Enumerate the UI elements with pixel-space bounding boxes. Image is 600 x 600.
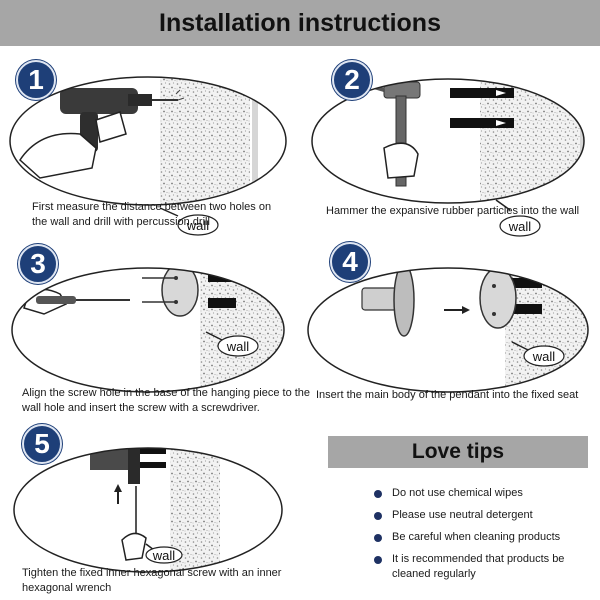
step-3-illustration: wall: [11, 267, 285, 393]
wall-callout: wall: [145, 543, 183, 564]
page-title: Installation instructions: [159, 8, 441, 37]
step-3-text: Align the screw hole in the base of the …: [22, 387, 311, 414]
step-1-number: 1: [16, 60, 56, 100]
step-5-number: 5: [22, 424, 62, 464]
svg-text:wall: wall: [226, 339, 250, 354]
bullet-icon: [374, 490, 382, 498]
bullet-icon: [374, 556, 382, 564]
step-5-text: Tighten the fixed inner hexagonal screw …: [22, 567, 282, 594]
svg-text:wall: wall: [152, 548, 176, 563]
wall-callout: wall: [159, 207, 219, 236]
step-1-illustration: wall: [9, 76, 287, 236]
bullet-icon: [374, 534, 382, 542]
step-5: wall 5 Tighten the fixed inner hexagonal…: [0, 420, 300, 600]
svg-text:wall: wall: [508, 219, 532, 234]
tips-header: Love tips: [328, 436, 588, 468]
step-2: wall 2 Hammer the expansive rubber parti…: [300, 50, 600, 240]
tip-text: It is recommended that products be clean…: [392, 553, 565, 580]
tip-item: It is recommended that products be clean…: [372, 552, 592, 582]
step-2-number: 2: [332, 60, 372, 100]
tip-text: Do not use chemical wipes: [392, 487, 523, 499]
step-3: wall 3 Align the screw hole in the base …: [0, 240, 310, 420]
svg-text:wall: wall: [186, 218, 210, 233]
step-1: wall 1 First measure the distance betwee…: [0, 50, 300, 240]
tip-text: Be careful when cleaning products: [392, 531, 561, 543]
tips-list: Do not use chemical wipes Please use neu…: [372, 486, 592, 589]
step-2-illustration: wall: [311, 78, 585, 237]
tip-item: Be careful when cleaning products: [372, 530, 592, 545]
tips-title: Love tips: [411, 440, 505, 463]
step-4-illustration: wall: [307, 267, 589, 393]
step-4-number: 4: [330, 242, 370, 282]
step-4: wall 4 Insert the main body of the penda…: [300, 240, 600, 420]
wall-callout: wall: [511, 341, 565, 367]
tip-item: Please use neutral detergent: [372, 508, 592, 523]
step-2-text: Hammer the expansive rubber particles in…: [326, 205, 580, 217]
bullet-icon: [374, 512, 382, 520]
step-4-text: Insert the main body of the pendant into…: [316, 389, 579, 401]
step-3-number: 3: [18, 244, 58, 284]
wall-callout: wall: [495, 199, 541, 237]
wall-callout: wall: [205, 331, 259, 357]
tip-item: Do not use chemical wipes: [372, 486, 592, 501]
title-banner: Installation instructions: [0, 0, 600, 46]
svg-text:wall: wall: [532, 349, 556, 364]
step-5-illustration: wall: [13, 447, 283, 573]
step-1-text: First measure the distance between two h…: [32, 201, 272, 228]
tip-text: Please use neutral detergent: [392, 509, 533, 521]
